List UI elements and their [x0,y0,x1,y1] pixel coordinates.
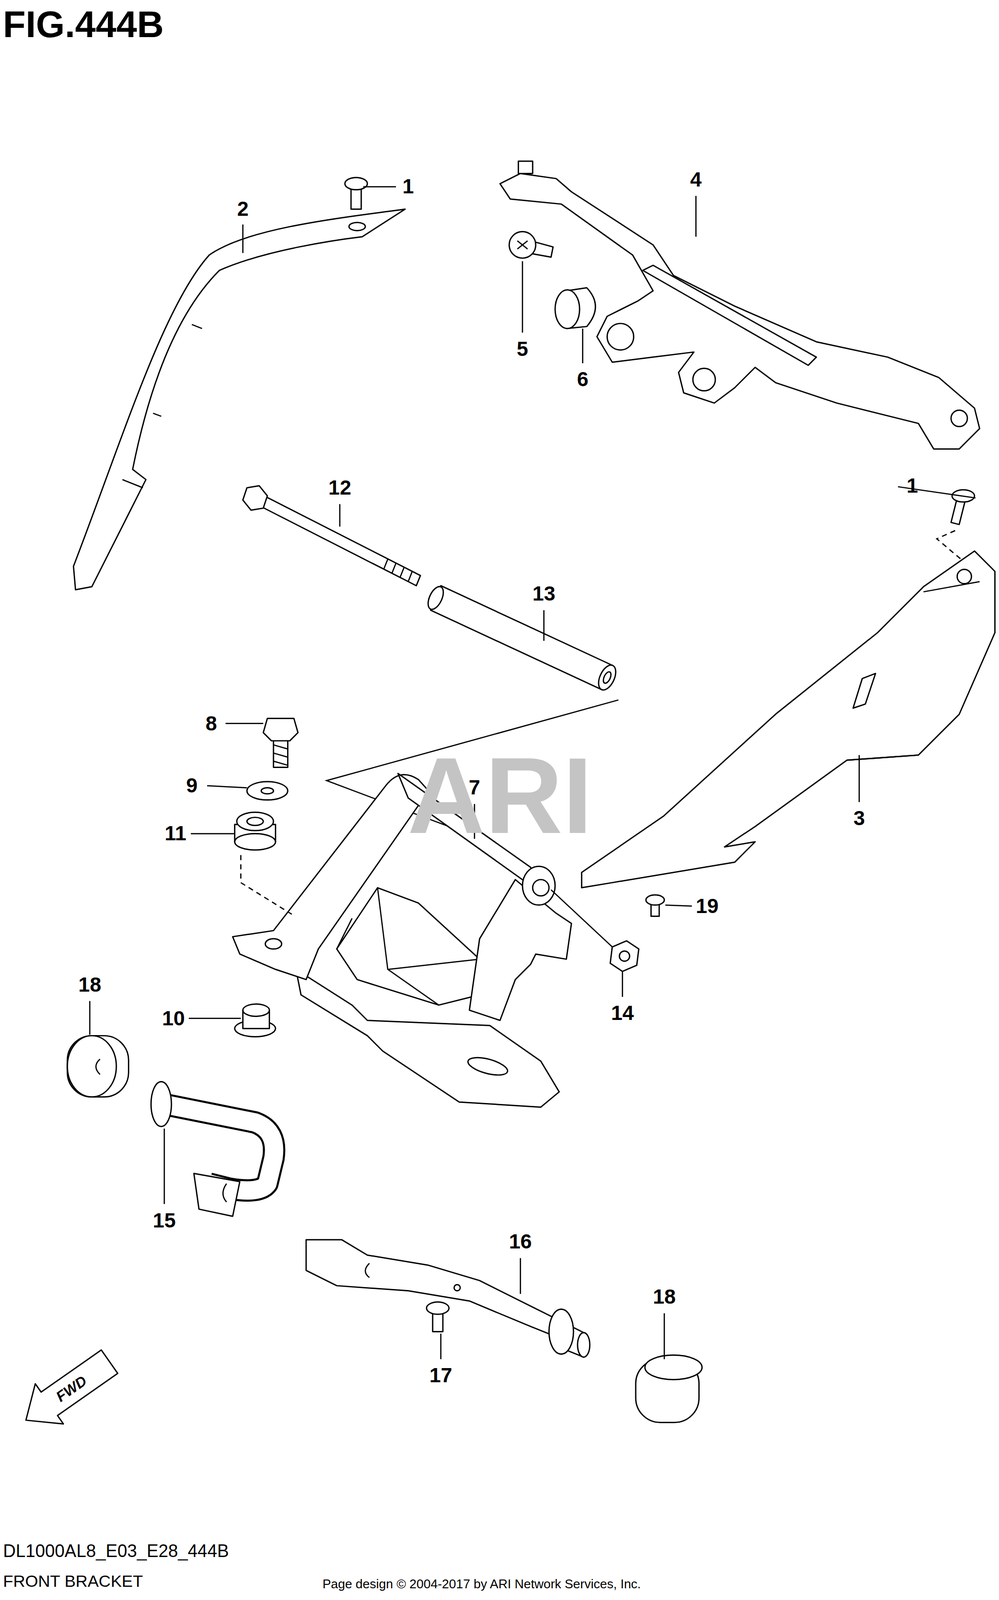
front-cover-left [73,208,405,590]
assembly-line [240,854,292,915]
thread [273,745,288,766]
hole [957,569,972,584]
rod-bracket [306,1239,562,1337]
callout-number: 18 [78,973,102,997]
detail [847,581,980,761]
callout-number: 1 [906,474,918,498]
callout-number: 14 [610,1001,634,1025]
damper-face [67,1035,117,1097]
hole [454,1284,461,1291]
damper [67,1035,129,1097]
screw-head [426,1302,450,1315]
damper-face [645,1354,703,1380]
bracket-channel [336,887,480,1005]
callout-number: 2 [237,197,249,221]
callout-number: 13 [532,582,556,605]
grommet-hole [247,817,264,826]
bolt-head [242,485,268,511]
copyright-note: Page design © 2004-2017 by ARI Network S… [322,1576,641,1591]
hole [265,938,282,950]
bracket-bar [499,173,980,449]
figure-code: DL1000AL8_E03_E28_444B [2,1541,229,1561]
screw-socket [517,240,528,250]
grommet-top [236,812,274,832]
tube-end [424,584,447,612]
callout-number: 17 [429,1364,453,1387]
hole [349,222,366,231]
washer-hole [261,787,274,794]
tube-bore [602,670,613,685]
nut [951,410,968,427]
washer [247,781,289,801]
screw-head [344,177,368,190]
front-cover-right [581,551,995,889]
watermark: ARI [407,736,593,855]
spacer-face [555,290,580,329]
hole [365,1263,370,1278]
figure-caption: FRONT BRACKET [2,1572,144,1591]
leader-line [89,186,976,1359]
nut-hole [619,951,630,962]
long-bolt [256,494,421,586]
callout-number: 6 [577,368,589,391]
callout-number: 15 [152,1208,176,1232]
callout-number: 12 [328,476,352,500]
callout-number: 8 [205,712,217,735]
detail [336,887,480,1005]
rod-disc [150,1081,172,1127]
callout-number: 10 [162,1007,186,1030]
rod-disc [548,1309,574,1354]
stud [518,161,533,174]
detail [122,324,203,488]
fwd-arrow [11,1341,124,1441]
boss-bore [532,879,549,896]
screw-head [645,894,665,906]
callout-number: 1 [402,175,414,198]
direction-label: FWD [53,1372,90,1405]
callout-number: 4 [690,168,702,191]
tube-end [595,662,620,693]
assembly-line [551,889,613,947]
grommet-base [234,833,276,850]
slot [643,265,817,366]
callout-number: 9 [186,774,198,797]
slot [466,1054,510,1079]
callout-number: 19 [695,894,719,918]
rod-foot [193,1173,240,1217]
callout-number: 16 [508,1230,532,1253]
hole [692,368,716,391]
callout-number: 5 [516,337,528,361]
figure-title: FIG.444B [2,3,164,45]
bolt-head [263,718,298,741]
callout-number: 11 [164,822,187,845]
nut [610,940,640,972]
callout-number: 3 [853,807,865,830]
grommet-top [242,1003,270,1017]
damper-bore [95,1059,100,1075]
hole [606,323,634,350]
callout-number: 18 [652,1285,676,1309]
boss [522,866,556,905]
thread [383,559,413,582]
screw-head [509,231,536,258]
slot [853,673,876,708]
tube [430,585,613,690]
rod-end-face [577,1332,590,1357]
hole [223,1183,227,1203]
bracket-right-plate [469,879,572,1020]
